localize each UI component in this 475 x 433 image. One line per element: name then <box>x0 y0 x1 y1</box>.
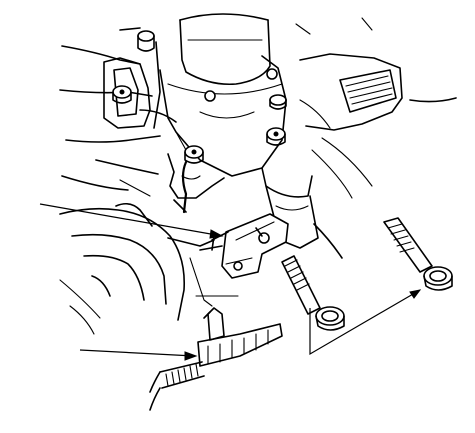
plate-nut-center <box>184 145 204 164</box>
bolt-short <box>281 255 345 331</box>
wiring-cable <box>149 361 205 411</box>
plate-nut-right <box>266 127 286 146</box>
retaining-clip-wire <box>173 160 188 214</box>
right-side-unit <box>295 17 457 199</box>
left-frame-bracket <box>59 27 177 197</box>
leader-lines <box>39 203 224 361</box>
leader-line-connector <box>79 349 195 357</box>
bolt-group-indicator <box>309 289 422 356</box>
bracket-nut-left <box>112 85 132 104</box>
leader-line-clamp <box>39 203 223 237</box>
bracket-bolt-top <box>137 30 155 52</box>
plate-nut-top <box>269 94 287 110</box>
harness-connector <box>197 307 283 367</box>
leader-arrow-clamp <box>209 229 224 239</box>
leader-arrow-connector <box>184 351 198 361</box>
mounting-plate <box>167 153 225 199</box>
lower-body-outline <box>59 202 239 335</box>
clamp-bracket <box>221 213 289 279</box>
column-housing <box>159 13 287 177</box>
bolt-long <box>383 217 453 291</box>
